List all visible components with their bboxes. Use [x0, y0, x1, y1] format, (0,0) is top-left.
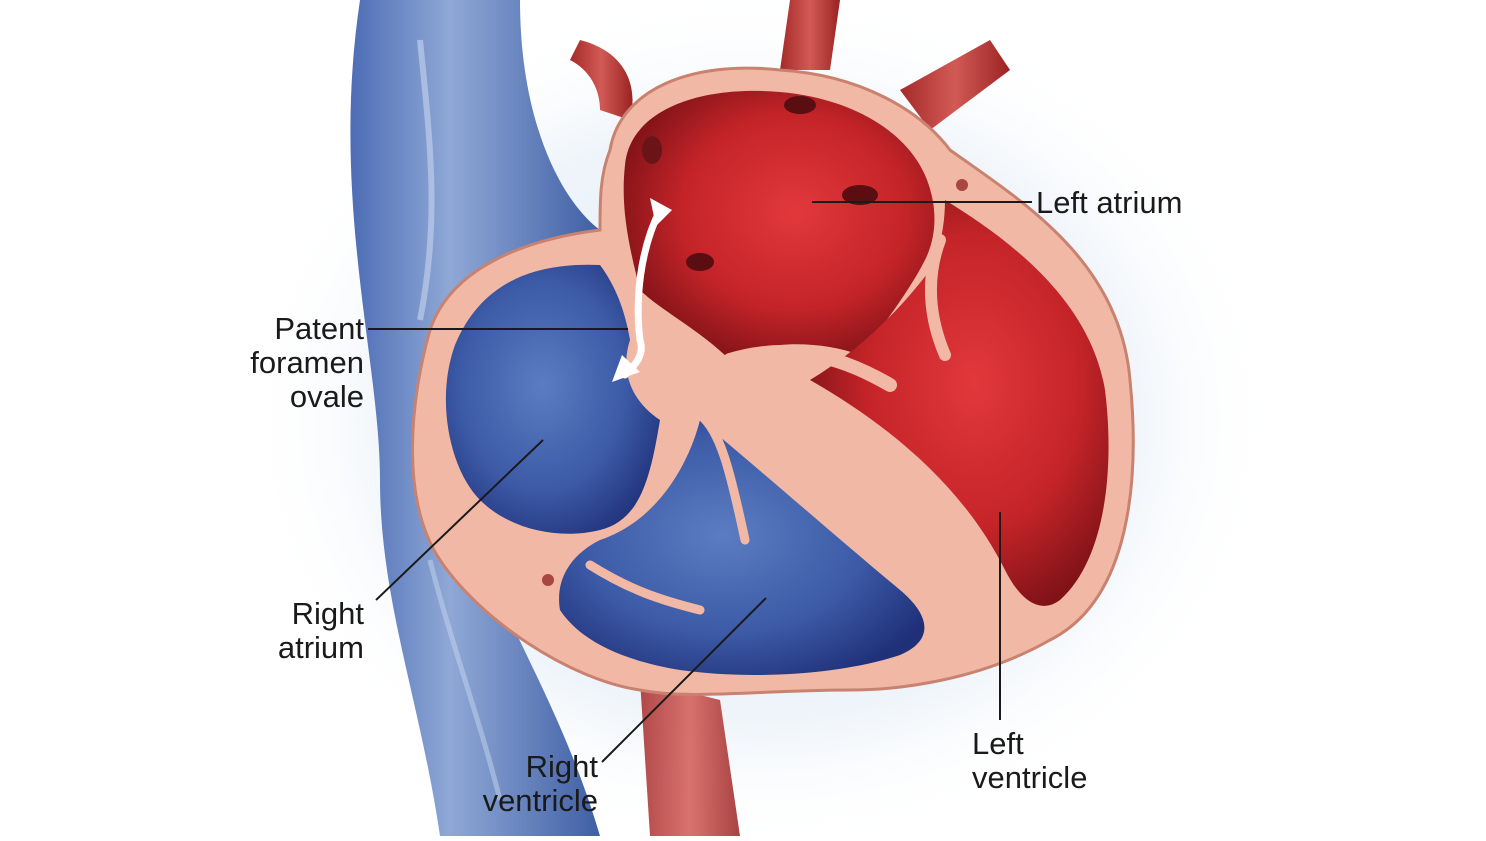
chordae [585, 560, 705, 615]
right-ventricle-chamber [559, 420, 925, 675]
label-left-ventricle: Left ventricle [972, 727, 1087, 795]
left-atrium-chamber [623, 90, 935, 360]
vessel-knob [956, 179, 968, 191]
label-line: Right [525, 749, 598, 784]
aorta [780, 0, 840, 70]
vein-opening [784, 96, 816, 114]
vein-opening [642, 136, 662, 164]
vein-opening [842, 185, 878, 205]
pulmonary-vein-left [570, 40, 633, 120]
vein-opening [686, 253, 714, 271]
arrowhead-down [612, 355, 640, 382]
chordae [695, 410, 750, 545]
pulmonary-vein [900, 40, 1010, 130]
label-right-ventricle: Right ventricle [483, 750, 598, 818]
vena-cava [350, 0, 600, 836]
papillary-muscle [924, 234, 951, 361]
label-line: foramen [250, 345, 364, 380]
mitral-valve [723, 345, 897, 392]
leader-right-ventricle [601, 597, 767, 763]
leader-right-atrium [375, 439, 544, 601]
label-line: ovale [289, 379, 364, 414]
leader-lines [368, 201, 1032, 763]
label-line: ventricle [972, 760, 1088, 795]
shunt-arrow [621, 206, 664, 379]
label-line: Right [291, 596, 364, 631]
right-atrium-chamber [445, 264, 660, 534]
label-line: Patent [274, 311, 364, 346]
label-left-atrium: Left atrium [1036, 186, 1182, 220]
arrowhead-up [650, 198, 672, 226]
label-right-atrium: Right atrium [278, 597, 364, 665]
descending-vessel [640, 680, 740, 836]
label-patent-foramen-ovale: Patent foramen ovale [250, 312, 364, 414]
label-line: atrium [277, 630, 364, 665]
label-line: Left atrium [1036, 185, 1183, 220]
vessel-knob [542, 574, 554, 586]
label-line: ventricle [482, 783, 598, 818]
label-line: Left [972, 726, 1024, 761]
left-ventricle-chamber [810, 200, 1109, 606]
